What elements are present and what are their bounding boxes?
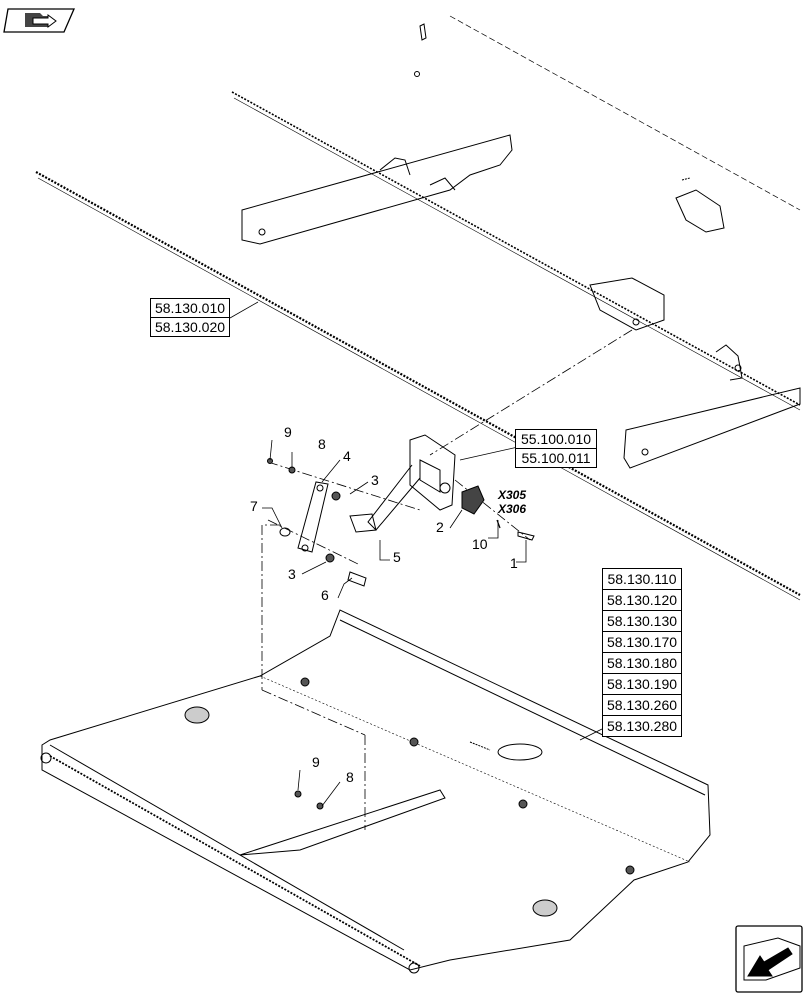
connector-label-x305: X305 — [498, 488, 527, 502]
folder-arrow-icon[interactable] — [3, 8, 75, 33]
callout-9-upper: 9 — [284, 424, 292, 440]
ref-code[interactable]: 58.130.020 — [154, 319, 226, 335]
ref-code[interactable]: 58.130.190 — [603, 674, 681, 695]
callout-3-upper: 3 — [371, 472, 379, 488]
ref-code[interactable]: 58.130.010 — [151, 299, 229, 318]
callout-4: 4 — [343, 448, 351, 464]
callout-8-lower: 8 — [346, 769, 354, 785]
ref-code[interactable]: 58.130.260 — [603, 695, 681, 716]
ref-code[interactable]: 58.130.130 — [603, 611, 681, 632]
ref-box-left[interactable]: 58.130.010 58.130.020 — [150, 298, 230, 337]
leader-lines — [229, 301, 603, 807]
ref-code[interactable]: 58.130.110 — [603, 569, 681, 590]
callout-8-upper: 8 — [318, 436, 326, 452]
next-page-arrow-icon[interactable] — [735, 925, 803, 993]
part-6-bolt — [347, 571, 367, 587]
callout-2: 2 — [436, 519, 444, 535]
ref-code[interactable]: 58.130.280 — [606, 718, 678, 734]
ref-code[interactable]: 55.100.011 — [521, 450, 591, 466]
callout-6: 6 — [321, 587, 329, 603]
callout-5: 5 — [393, 549, 401, 565]
hitch-parts — [267, 434, 535, 587]
ref-code[interactable]: 58.130.170 — [603, 632, 681, 653]
connector-label-x306: X306 — [498, 502, 527, 516]
part-1-pin — [517, 531, 535, 541]
callout-7: 7 — [250, 498, 258, 514]
callout-9-lower: 9 — [312, 754, 320, 770]
upper-frame — [35, 15, 801, 601]
callout-1: 1 — [510, 555, 518, 571]
ref-box-middle[interactable]: 55.100.010 55.100.011 — [515, 429, 597, 468]
part-5-lever — [409, 434, 456, 511]
callout-10: 10 — [472, 536, 488, 552]
ref-code[interactable]: 55.100.010 — [516, 430, 596, 449]
part-2-knob — [461, 485, 485, 515]
ref-code[interactable]: 58.130.180 — [603, 653, 681, 674]
callout-3-lower: 3 — [288, 566, 296, 582]
ref-code[interactable]: 58.130.120 — [603, 590, 681, 611]
lower-pan — [40, 609, 711, 974]
ref-box-right[interactable]: 58.130.110 58.130.120 58.130.130 58.130.… — [602, 568, 682, 737]
part-4-link — [297, 481, 329, 553]
